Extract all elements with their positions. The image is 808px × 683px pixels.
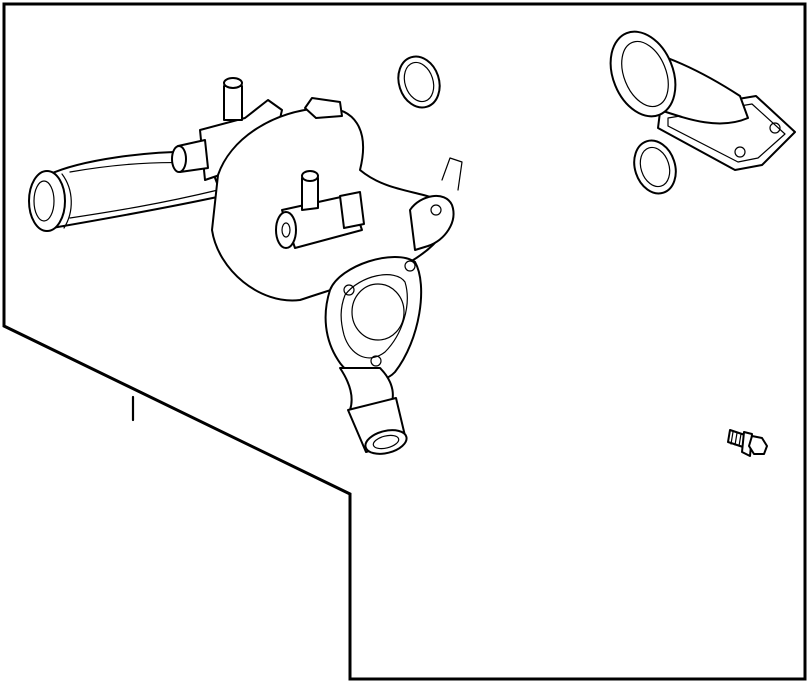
housing-o-ring	[633, 139, 677, 195]
lower-flange-inner	[340, 274, 408, 359]
housing-inlet-collar	[609, 30, 677, 118]
thermostat-housing	[609, 30, 796, 171]
housing-o-ring-outer	[633, 139, 677, 195]
housing-top-tab	[304, 97, 343, 119]
right-ear-bracket	[441, 157, 463, 191]
housing-flange-rim	[667, 103, 786, 163]
housing-o-ring-inner	[639, 146, 671, 188]
o-ring-outer	[397, 55, 441, 109]
inlet-pipe-bead	[61, 173, 72, 229]
center-nipple	[301, 177, 319, 211]
bolt-flange	[741, 431, 753, 457]
housing-inlet-collar-inner	[621, 40, 669, 108]
o-ring-inner	[403, 61, 435, 103]
inlet-pipe-bore	[33, 180, 55, 222]
bolt-thread	[730, 431, 742, 447]
side-port-end	[171, 145, 187, 173]
center-fitting-end	[275, 211, 297, 249]
right-boss	[339, 191, 365, 229]
flange-bolt-hole-bottom	[370, 355, 382, 367]
upper-nipple	[223, 85, 243, 121]
center-nipple-top	[301, 170, 319, 182]
housing-bolt-hole-left	[734, 146, 746, 158]
upper-nipple-top	[223, 77, 243, 89]
bolt-head	[748, 435, 768, 455]
water-outlet-assembly	[28, 77, 463, 455]
outlet-spigot-bore	[372, 434, 400, 450]
inlet-pipe-seam-lower	[69, 189, 219, 219]
right-mounting-ear	[409, 195, 455, 251]
flange-bolt-hole-top	[404, 260, 416, 272]
flange-bolt-hole-left	[343, 284, 355, 296]
center-fitting-bore	[281, 222, 291, 238]
lower-flange	[324, 255, 423, 382]
right-ear-bolt-hole	[430, 204, 442, 216]
housing-bolt-hole-right	[769, 122, 781, 134]
mounting-bolt	[727, 429, 768, 457]
outlet-o-ring	[397, 55, 441, 109]
lower-flange-port	[351, 283, 405, 341]
